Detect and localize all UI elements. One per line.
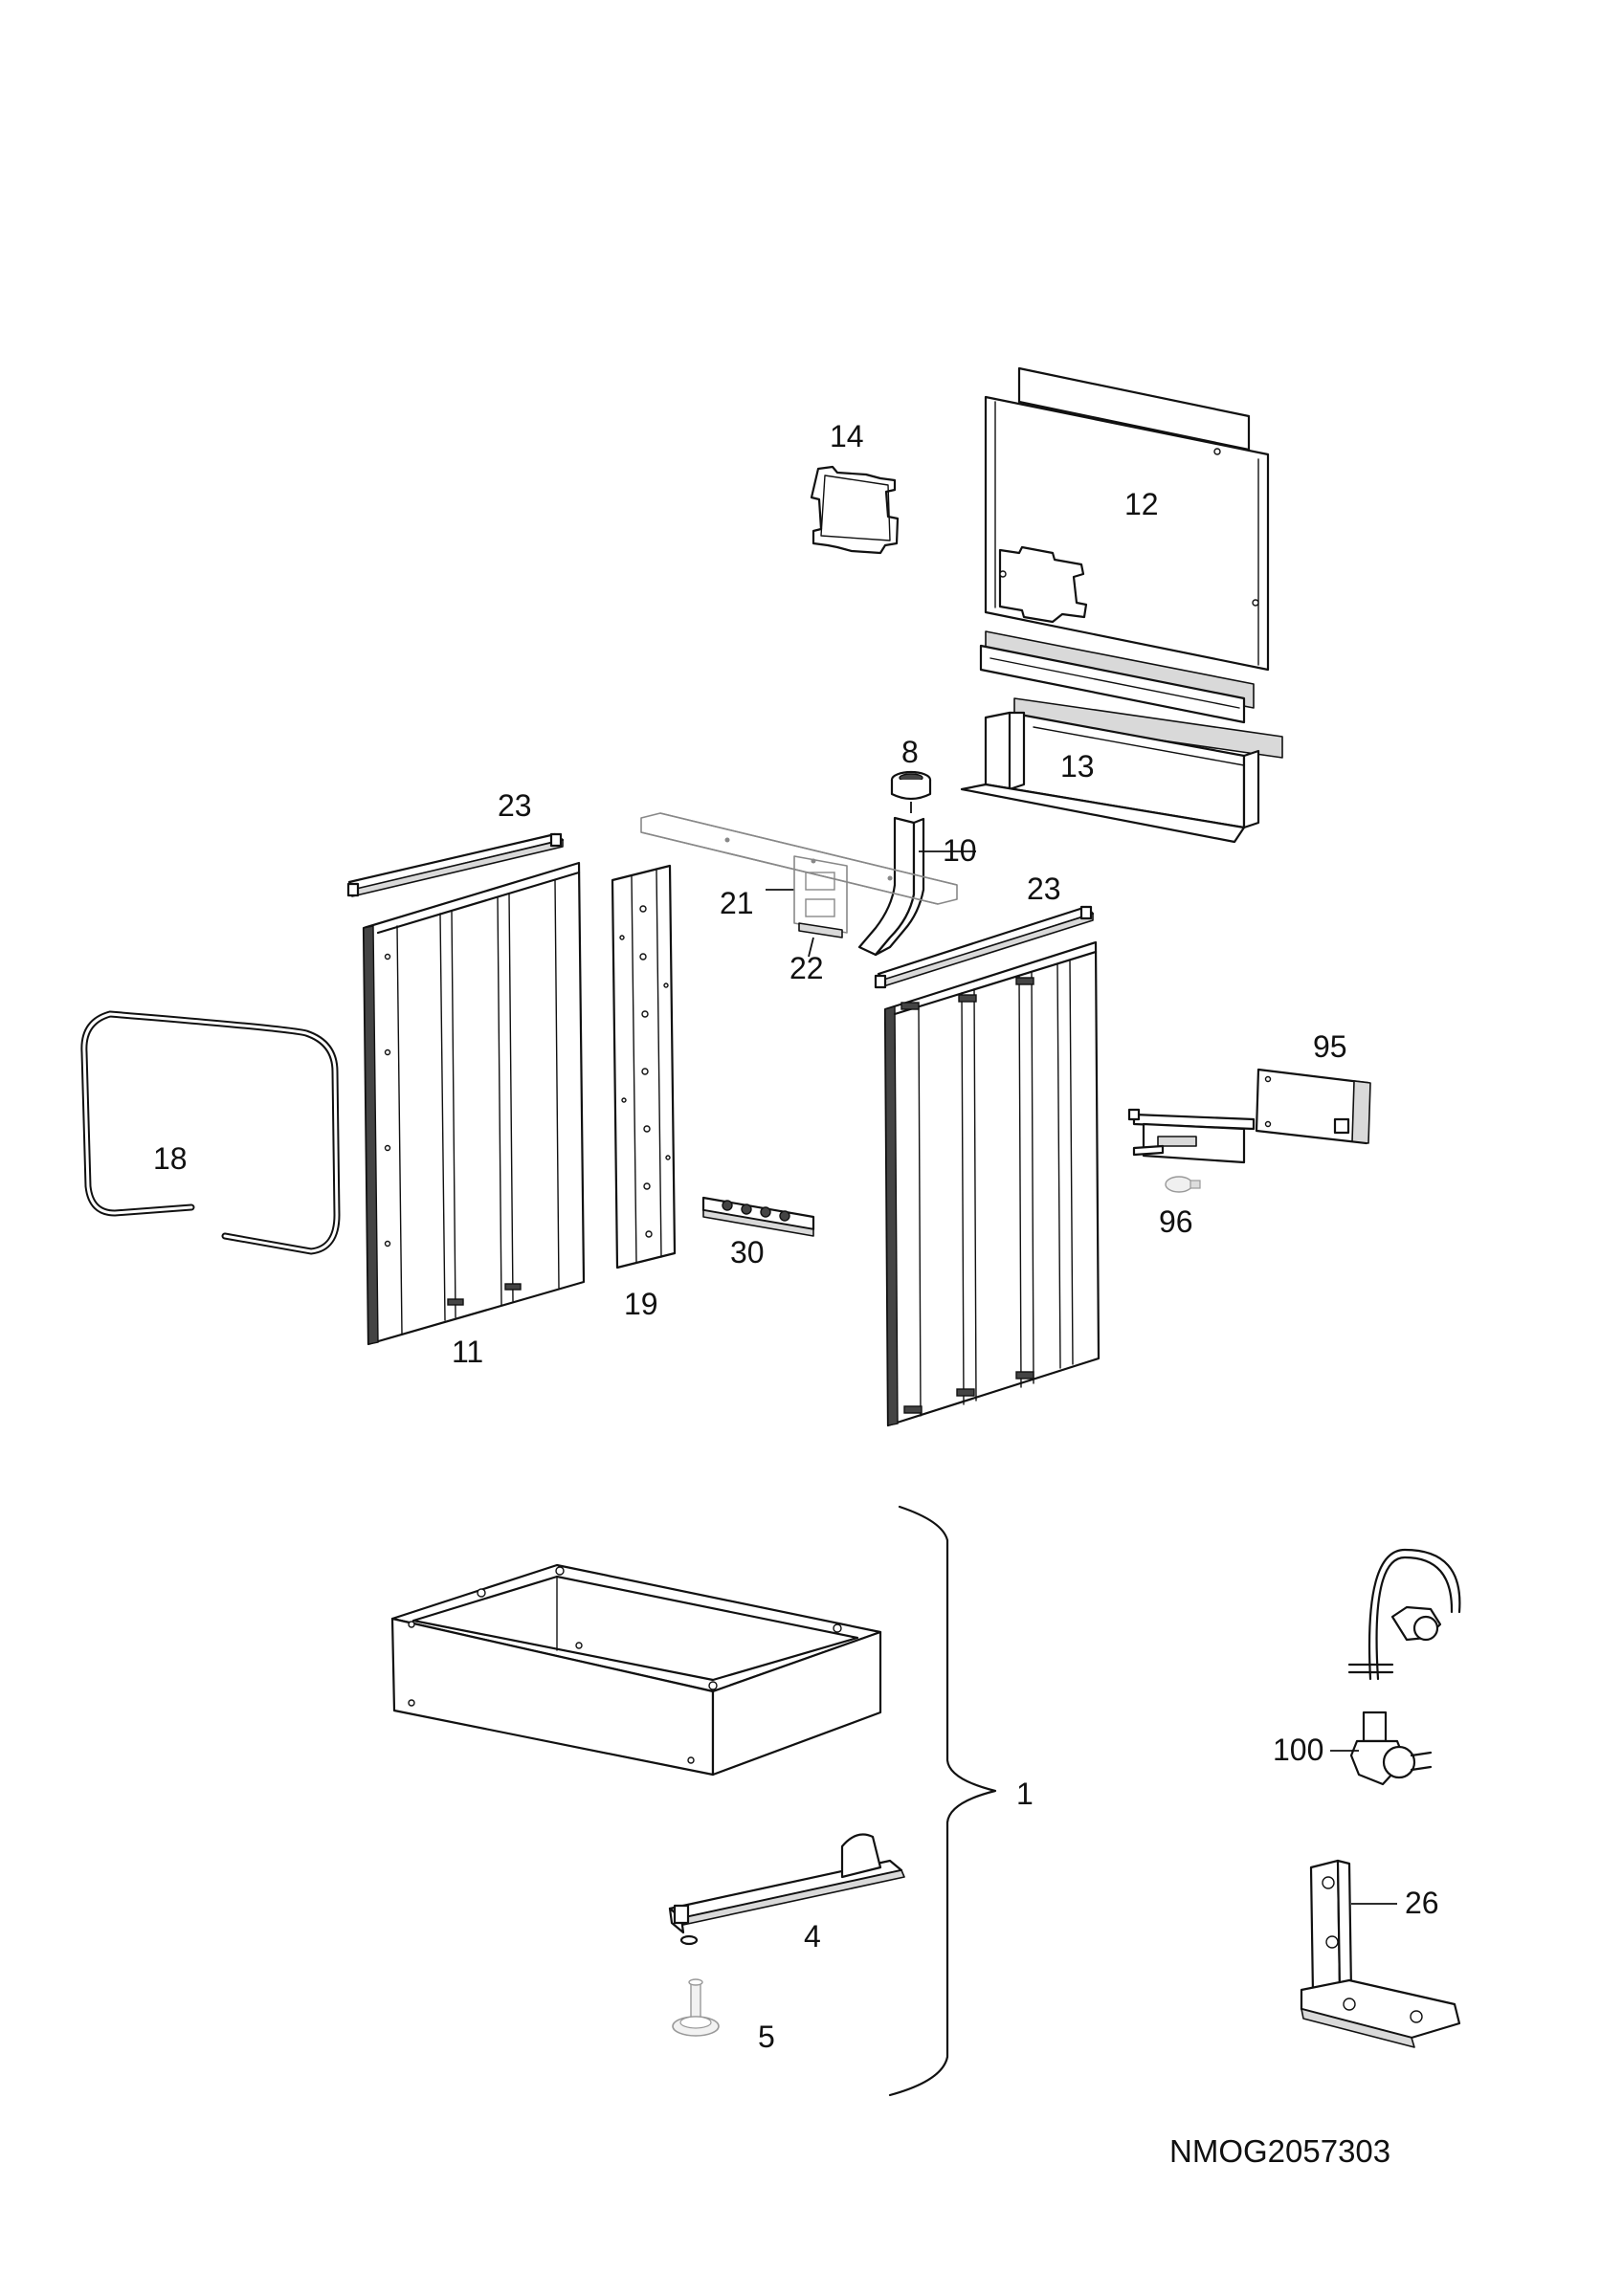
label-part-19: 19 [624,1287,658,1321]
label-part-18: 18 [153,1141,188,1176]
part-4-slide-rail [668,1833,905,1946]
label-part-1: 1 [1016,1777,1034,1811]
part-21-rail [640,812,958,905]
right-side-panel [883,940,1101,1427]
part-labels: 14 12 8 13 10 23 23 21 22 95 18 96 30 19… [153,419,1439,2054]
label-part-30: 30 [730,1235,765,1269]
label-part-5: 5 [758,2020,775,2054]
label-part-100: 100 [1273,1733,1323,1767]
label-part-23-right: 23 [1027,872,1061,906]
label-part-95: 95 [1313,1029,1347,1064]
part-14-gasket [810,465,900,555]
part-23-right-strip [874,905,1095,989]
label-part-14: 14 [830,419,864,453]
label-part-23-left: 23 [498,788,532,823]
label-part-13: 13 [1060,749,1095,784]
label-part-26: 26 [1405,1886,1439,1920]
part-10-tube [857,816,976,957]
label-part-12: 12 [1124,487,1159,521]
part-23-left-strip [346,832,565,897]
label-part-22: 22 [789,951,824,985]
part-30-terminal-block [701,1196,815,1237]
part-95-circuit-board [1255,1068,1371,1145]
part-96-lamp-bracket [1127,1108,1256,1193]
part-5-foot [672,1978,720,2037]
part-1-base-frame [390,1505,997,2097]
part-13-channel [960,697,1283,844]
part-12-rear-panel [979,366,1270,724]
part-100-power-cord [1330,1548,1461,1786]
label-part-8: 8 [901,735,919,769]
label-part-4: 4 [804,1919,821,1954]
label-part-21: 21 [720,886,754,920]
part-19-post [611,864,677,1269]
part-26-angle-bracket [1300,1859,1461,2048]
part-8-grommet [890,770,932,813]
part-18-door-seal [80,1010,341,1255]
part-11-left-panel [362,861,586,1346]
document-code: NMOG2057303 [1169,2133,1390,2169]
label-part-96: 96 [1159,1204,1193,1239]
label-part-11: 11 [452,1335,483,1369]
part-22-bracket [793,855,848,958]
label-part-10: 10 [943,833,977,868]
